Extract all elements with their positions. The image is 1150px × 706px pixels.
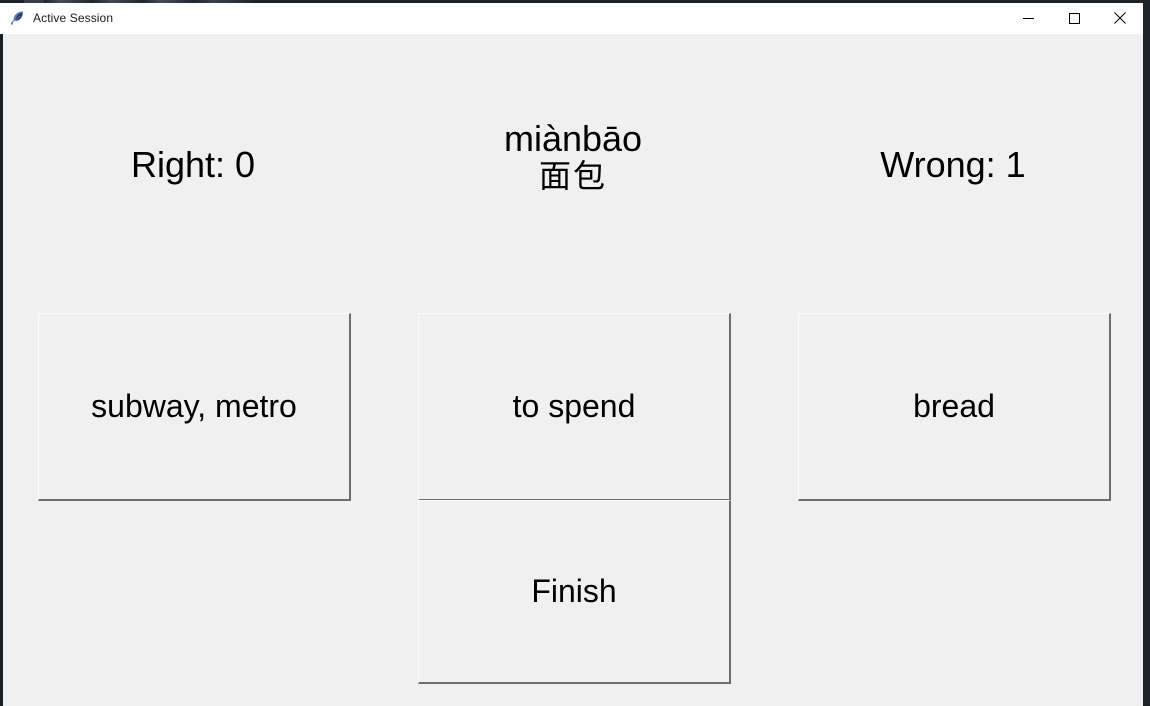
right-score-label: Right: 0 [130, 144, 256, 185]
title-bar: Active Session [0, 3, 1143, 34]
maximize-icon [1068, 12, 1080, 24]
answer-button-left[interactable]: subway, metro [38, 313, 351, 501]
wrong-score-label: Wrong: 1 [880, 144, 1026, 185]
background-window-titlebar-strip [24, 0, 254, 5]
active-session-window: Active Session Right: 0 m [0, 3, 1143, 706]
window-controls [1005, 3, 1143, 33]
answer-button-right[interactable]: bread [798, 313, 1111, 501]
prompt-word: miànbāo 面包 [418, 118, 728, 196]
minimize-button[interactable] [1005, 3, 1051, 33]
minimize-icon [1022, 17, 1034, 19]
feather-icon [11, 11, 24, 25]
close-button[interactable] [1097, 3, 1143, 33]
prompt-pinyin: miànbāo [503, 118, 643, 159]
close-icon [1114, 12, 1126, 24]
client-area: Right: 0 miànbāo 面包 Wrong: 1 subway, met… [0, 34, 1143, 706]
finish-button[interactable]: Finish [418, 500, 731, 684]
prompt-hanzi: 面包 [538, 157, 607, 196]
answer-button-center[interactable]: to spend [418, 313, 731, 501]
window-title: Active Session [33, 11, 114, 25]
maximize-button[interactable] [1051, 3, 1097, 33]
